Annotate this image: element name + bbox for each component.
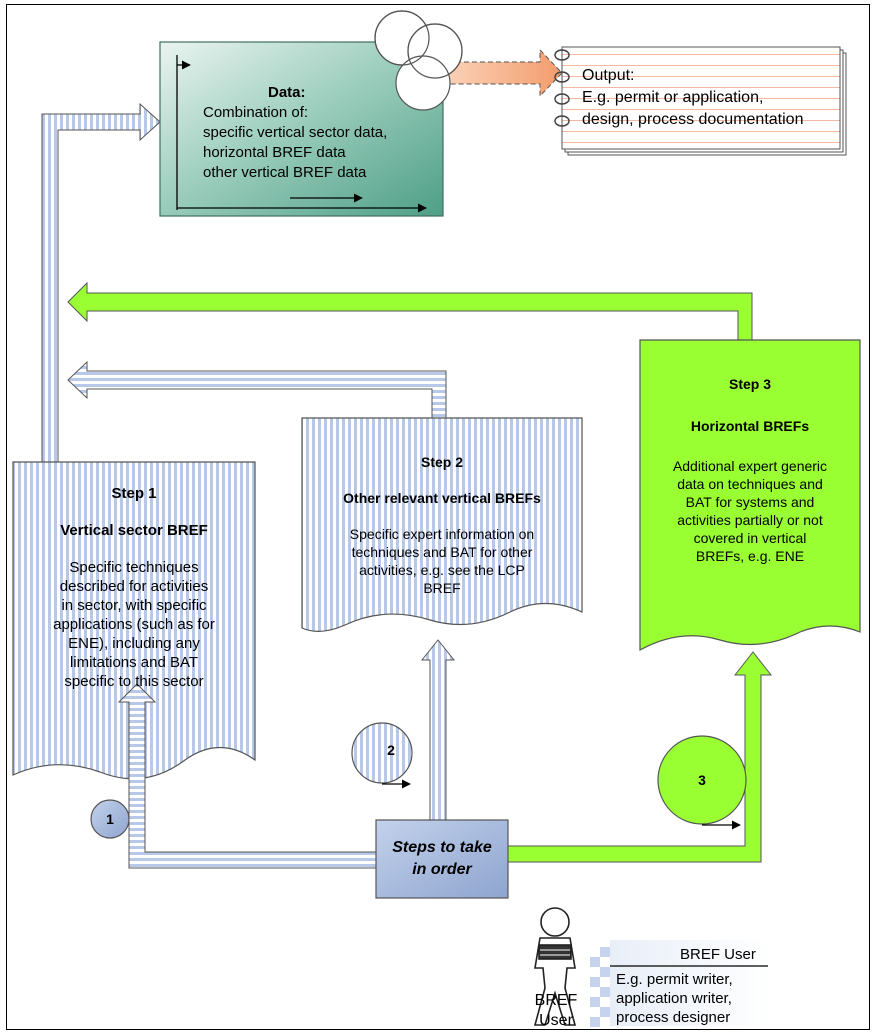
- step2-line-4: BREF: [423, 580, 461, 596]
- step1-line-3: in sector, with specific: [61, 597, 207, 614]
- steps-box-line-1: Steps to take: [392, 839, 492, 856]
- step1-line-4: applications (such as for: [53, 616, 215, 633]
- marker-1-label: 1: [106, 811, 114, 827]
- data-title: Data:: [268, 84, 306, 101]
- diagram-frame: [6, 4, 870, 1030]
- step3-document: [639, 339, 861, 652]
- data-line-1: Combination of:: [203, 104, 309, 121]
- user-card-line-2: application writer,: [616, 990, 732, 1007]
- to-step1-arrow: [117, 683, 377, 869]
- output-title: Output:: [582, 67, 635, 84]
- step3-line-5: covered in vertical: [693, 530, 807, 546]
- output-line-2: design, process documentation: [582, 111, 804, 128]
- user-label-line-2: User: [539, 1012, 573, 1029]
- step1-line-5: ENE), including any: [68, 635, 200, 652]
- step3-title: Step 3: [728, 376, 771, 392]
- venn-icon: [374, 10, 463, 111]
- step1-title: Step 1: [111, 485, 157, 502]
- to-step3-arrow: [507, 651, 773, 863]
- step2-to-data-arrow: [67, 360, 447, 419]
- step2-title: Step 2: [420, 454, 463, 470]
- step3-subtitle: Horizontal BREFs: [690, 418, 810, 434]
- user-figure-icon: [533, 907, 577, 1026]
- step2-document: [301, 417, 583, 632]
- step1-to-data-arrow: [41, 102, 161, 463]
- step1-line-1: Specific techniques: [69, 559, 199, 576]
- data-line-2: specific vertical sector data,: [203, 124, 388, 141]
- user-label-line-1: BREF: [534, 992, 578, 1009]
- step2-line-1: Specific expert information on: [349, 526, 535, 542]
- step1-line-6: limitations and BAT: [69, 654, 199, 671]
- output-notepad: [554, 46, 847, 156]
- marker-3-label: 3: [698, 772, 706, 788]
- steps-box: [375, 819, 509, 899]
- step3-line-3: BAT for systems and: [685, 494, 815, 510]
- user-card-line-1: E.g. permit writer,: [616, 971, 733, 988]
- user-card: [590, 940, 770, 1027]
- step1-line-7: specific to this sector: [64, 673, 204, 690]
- marker-2-label: 2: [387, 742, 395, 758]
- step1-subtitle: Vertical sector BREF: [60, 522, 208, 539]
- step3-line-6: BREFs, e.g. ENE: [695, 548, 805, 564]
- data-to-output-arrow: [439, 48, 563, 98]
- data-box: [159, 41, 444, 217]
- user-card-title: BREF User: [680, 946, 756, 963]
- marker-1-circle: [90, 799, 130, 839]
- user-card-line-3: process designer: [616, 1009, 731, 1026]
- steps-box-line-2: in order: [412, 861, 472, 878]
- output-line-1: E.g. permit or application,: [582, 89, 764, 106]
- step2-subtitle: Other relevant vertical BREFs: [343, 490, 541, 506]
- step3-line-1: Additional expert generic: [672, 458, 828, 474]
- step1-line-2: described for activities: [59, 578, 209, 595]
- step3-line-2: data on techniques and: [677, 476, 823, 492]
- data-line-4: other vertical BREF data: [203, 164, 367, 181]
- step2-line-2: techniques and BAT for other: [351, 544, 533, 560]
- to-step2-arrow: [420, 639, 456, 821]
- marker-3-circle: [657, 735, 747, 825]
- step3-line-4: activities partially or not: [677, 512, 823, 528]
- marker-2-circle: [351, 722, 413, 784]
- data-line-3: horizontal BREF data: [203, 144, 346, 161]
- step2-line-3: activities, e.g. see the LCP: [359, 562, 525, 578]
